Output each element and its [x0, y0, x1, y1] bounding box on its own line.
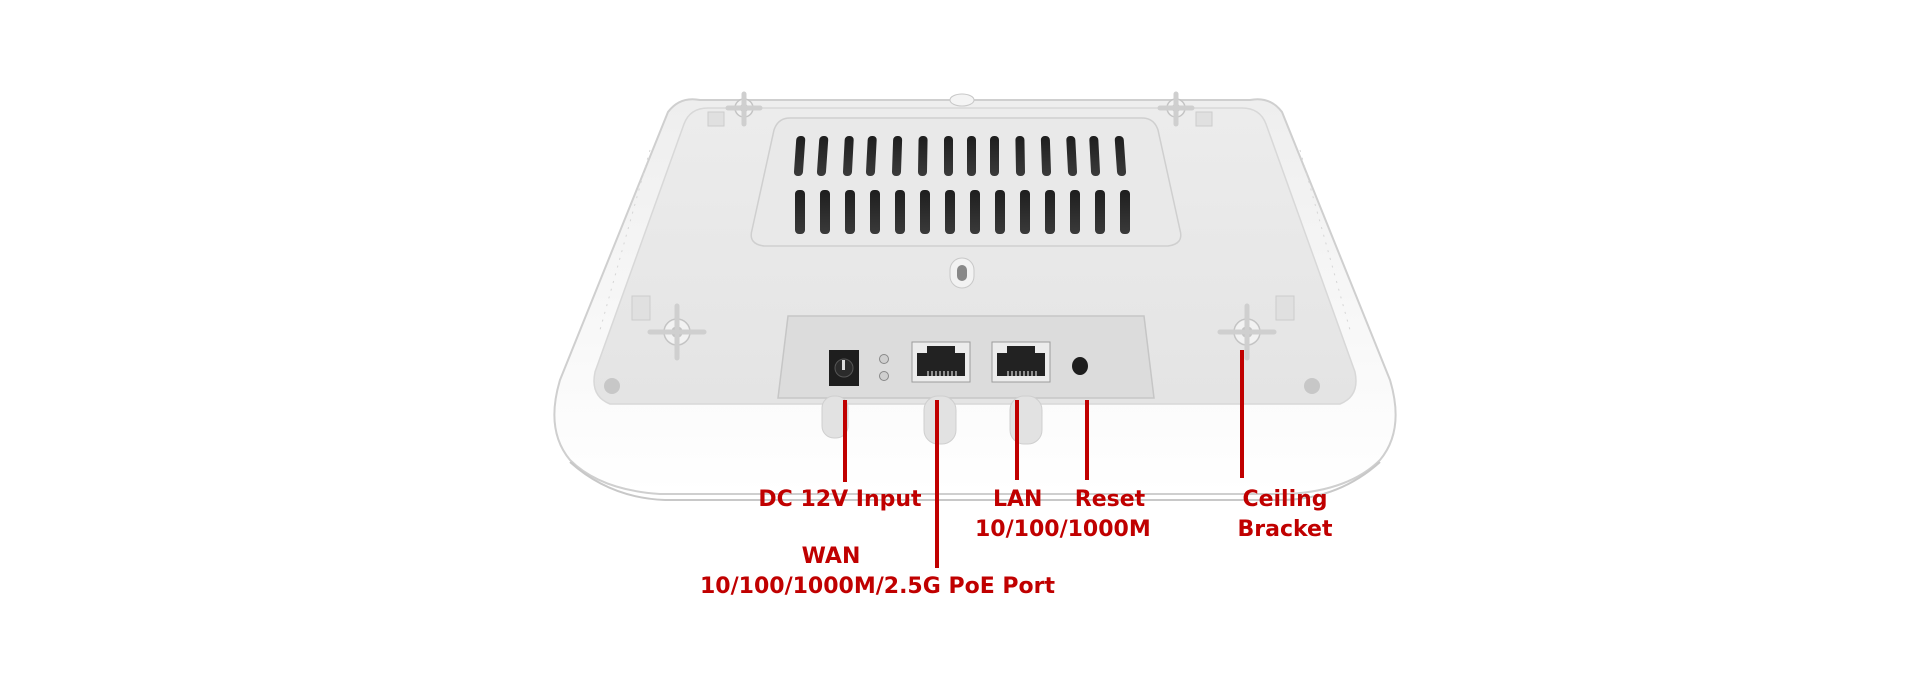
- reset-leader-line: [1085, 400, 1089, 480]
- lan-label-line1: LAN: [993, 487, 1043, 512]
- lan-port: [991, 341, 1051, 383]
- vent-slots: [793, 136, 1130, 234]
- dc-input-label: DC 12V Input: [745, 485, 935, 515]
- wan-leader-line: [935, 400, 939, 568]
- bracket-label-line2: Bracket: [1237, 517, 1333, 542]
- wan-label: WAN 10/100/1000M/2.5G PoE Port: [700, 542, 1080, 602]
- reset-label-line1: Reset: [1074, 487, 1146, 512]
- reset-button: [1072, 357, 1088, 375]
- reset-label: Reset: [1070, 485, 1150, 515]
- lan-leader-line: [1015, 400, 1019, 480]
- wan-label-line2: 10/100/1000M/2.5G PoE Port: [700, 574, 1055, 599]
- dc-input-label-line1: DC 12V Input: [758, 487, 922, 512]
- wan-port: [911, 341, 971, 383]
- lan-label-line2: 10/100/1000M: [975, 517, 1151, 542]
- dc-leader-line: [843, 400, 847, 482]
- bracket-label-line1: Ceiling: [1242, 487, 1328, 512]
- bracket-leader-line: [1240, 350, 1244, 478]
- lan-label: LAN 10/100/1000M: [975, 485, 1165, 545]
- wan-label-line1: WAN: [801, 544, 861, 569]
- ceiling-bracket-label: Ceiling Bracket: [1230, 485, 1340, 545]
- dc-12v-input-jack: [829, 350, 859, 386]
- led-indicator: [879, 354, 889, 364]
- led-indicator: [879, 371, 889, 381]
